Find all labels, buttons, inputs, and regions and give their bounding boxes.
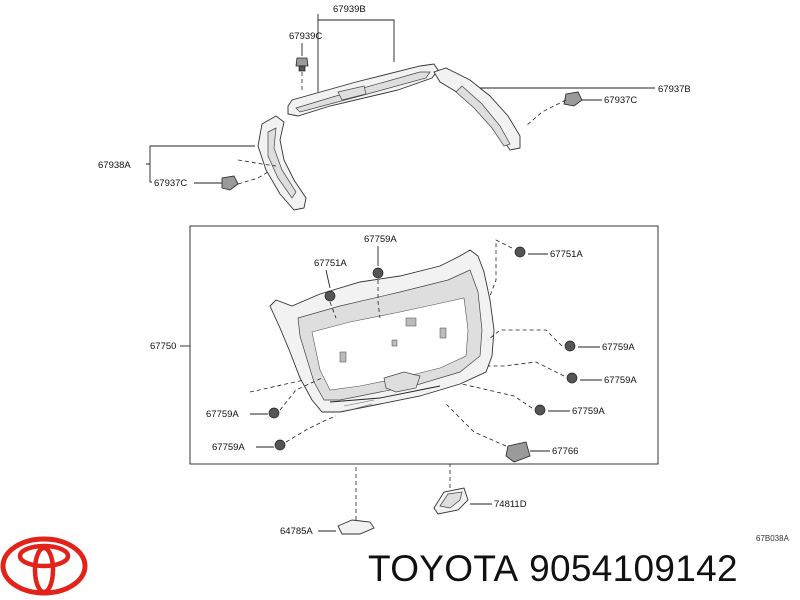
clip-67939C [295,57,309,67]
label-67759A-top: 67759A [364,234,397,245]
part-74811D-group: 74811D [433,464,527,515]
label-67759A-r1: 67759A [602,342,635,353]
part-64785A-group: 64785A [280,464,375,537]
label-67759A-r2: 67759A [604,375,637,386]
label-67751A-right: 67751A [550,249,583,260]
clip-67937C-left [221,175,239,191]
figure-ref: 67B038A [756,534,790,543]
part-number: 9054109142 [529,548,738,589]
part-67939B-group: 67939B [287,4,439,117]
label-67750: 67750 [150,341,176,352]
label-67939B: 67939B [333,4,366,15]
label-67751A-left: 67751A [314,258,347,269]
label-67937C-left: 67937C [154,178,187,189]
clip-67751A-left-group: 67751A [314,258,347,319]
assembly-box-67750 [189,225,659,465]
clip-67759A-r2-group: 67759A [488,361,637,386]
label-67759A-l1: 67759A [206,409,239,420]
clip-67759A-top-group: 67759A [364,234,397,319]
part-67938A [257,115,307,211]
clip-67759A-r3-group: 67759A [461,383,605,417]
part-64785A [337,519,375,535]
clip-67751A-right-group: 67751A [489,239,583,297]
toyota-logo-icon [0,536,88,596]
label-67759A-r3: 67759A [572,406,605,417]
label-67766: 67766 [552,446,578,457]
part-67939C-group: 67939C [289,31,322,92]
footer-brand-line: TOYOTA 9054109142 [368,548,794,590]
label-67759A-l2: 67759A [212,442,245,453]
clip-67759A-l1-group: 67759A [206,377,323,420]
part-67750 [269,249,495,413]
part-67938A-group: 67938A 67937C [98,115,307,211]
label-74811D: 74811D [494,499,527,510]
label-67937B: 67937B [658,84,691,95]
label-67939C: 67939C [289,31,322,42]
label-67938A: 67938A [98,160,131,171]
label-64785A: 64785A [280,526,313,537]
brand-name: TOYOTA [368,548,519,589]
part-67766 [505,441,531,463]
clip-67937C-right [563,91,583,107]
label-67937C-right: 67937C [604,95,637,106]
clip-67759A-l2-group: 67759A [212,415,337,453]
part-67766-group: 67766 [445,403,578,463]
clip-67759A-r1-group: 67759A [487,329,635,353]
part-67937B-group: 67937B 67937C [433,67,691,151]
